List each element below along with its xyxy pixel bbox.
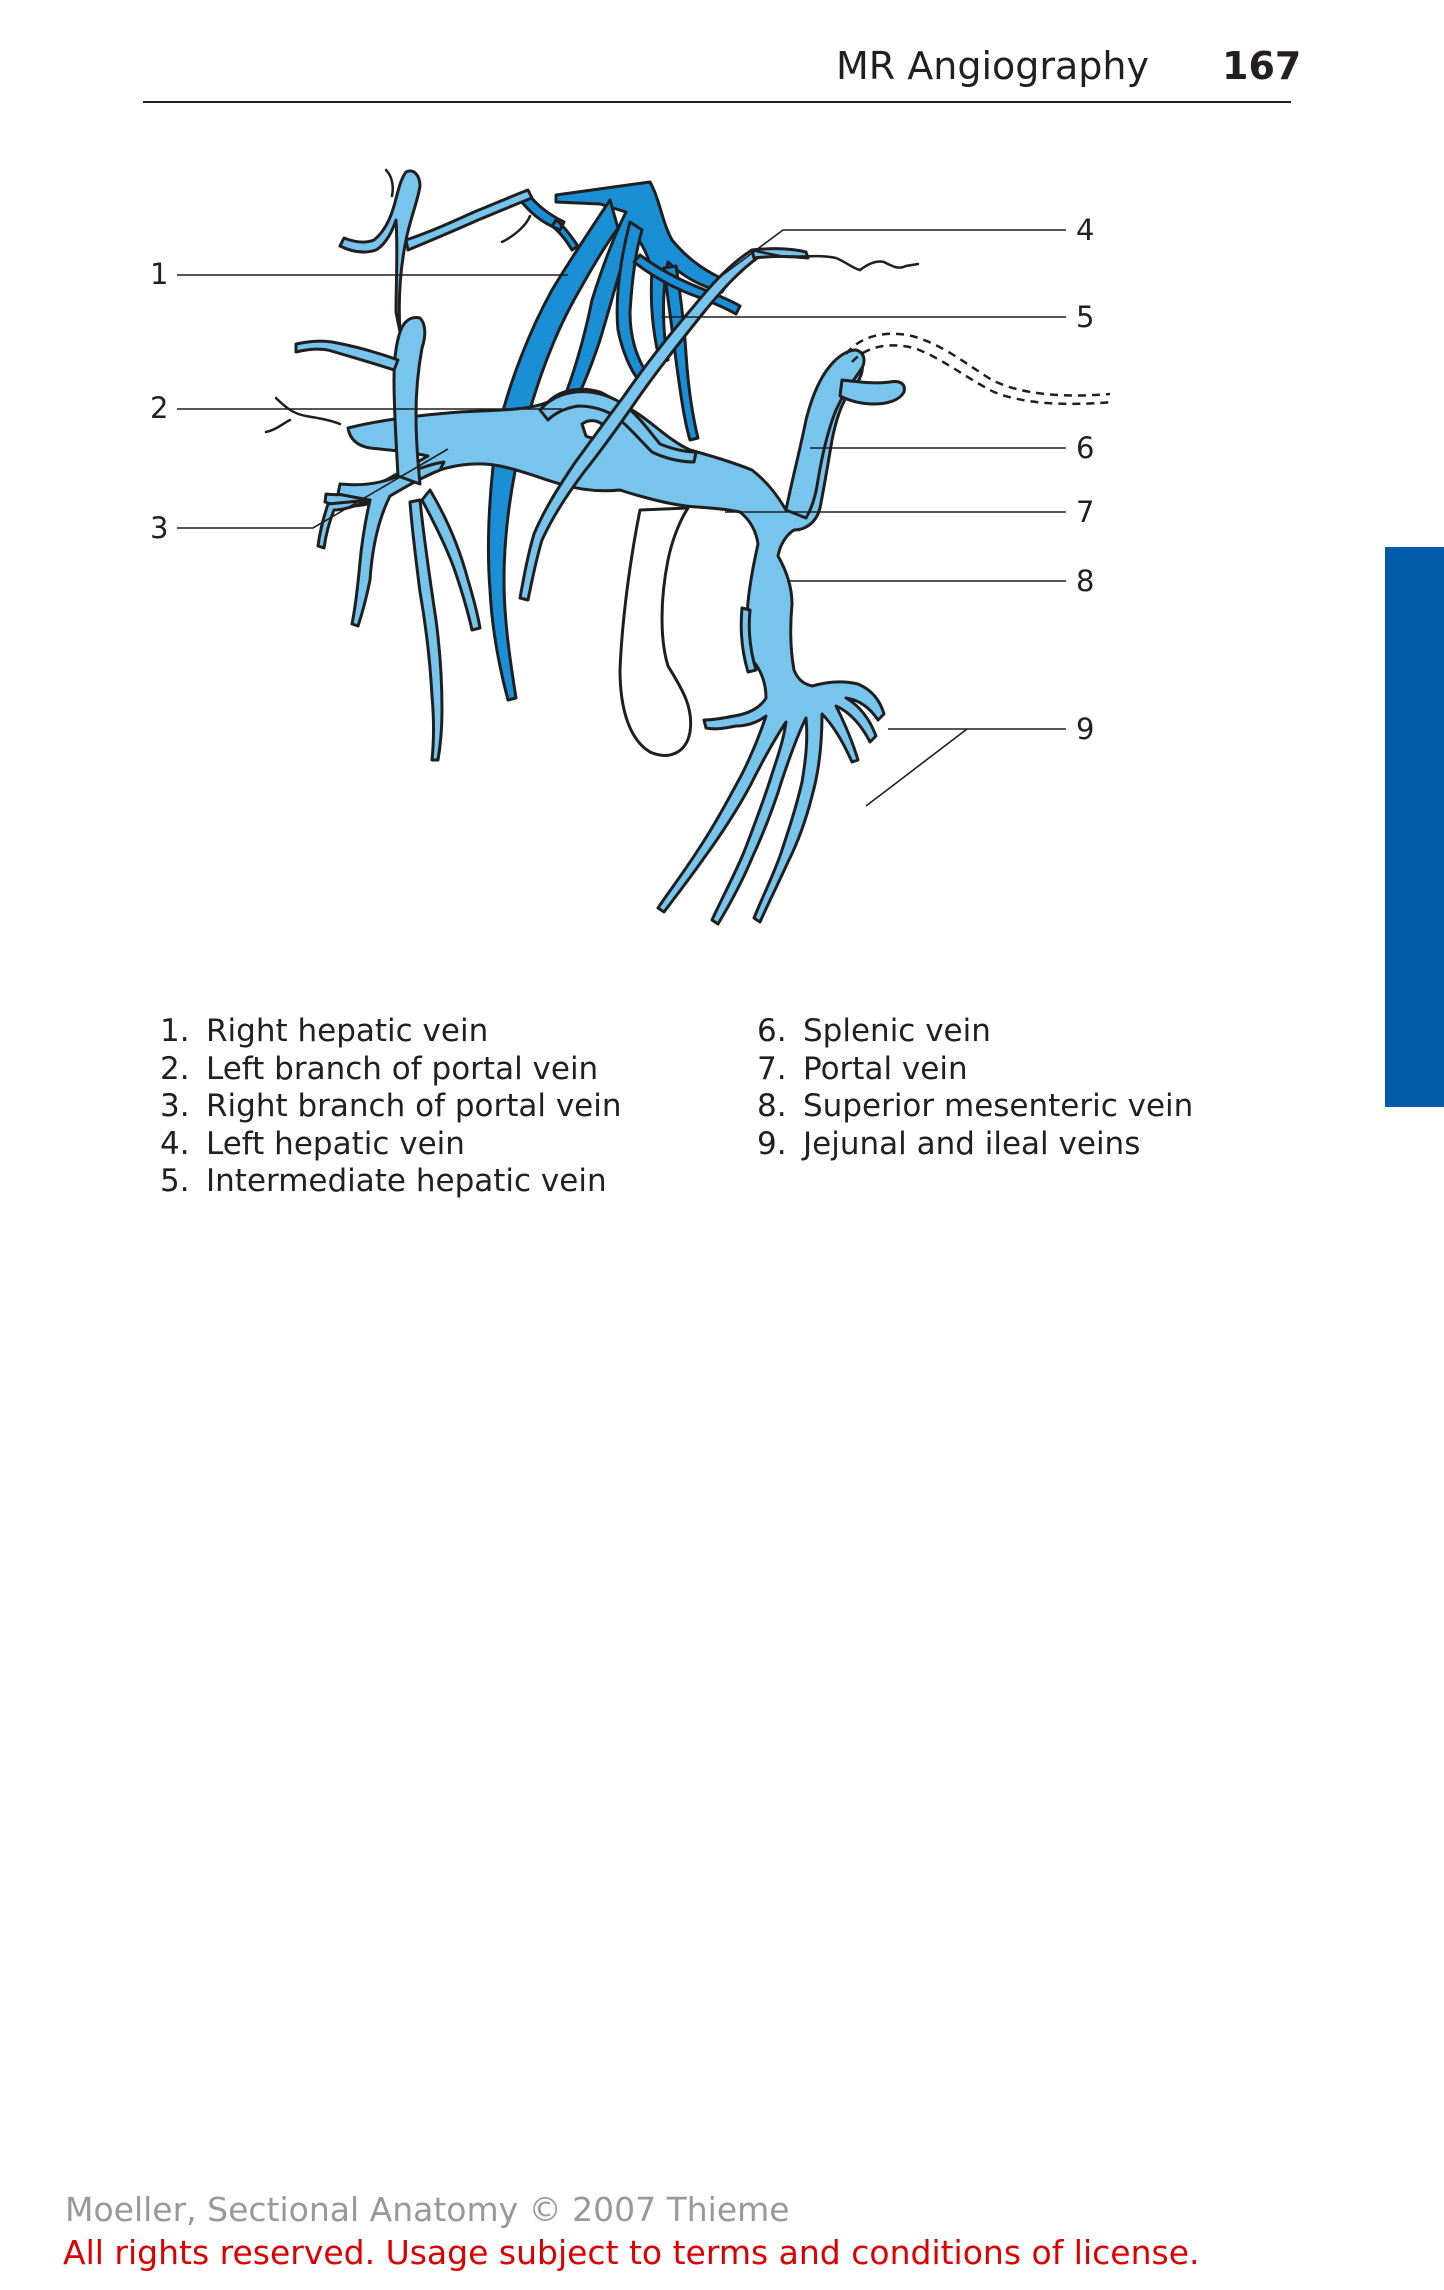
right-hepatic-tree-branch xyxy=(404,188,534,252)
ivc-loop-outline xyxy=(618,506,693,757)
callout-4: 4 xyxy=(1076,213,1094,247)
legend-number: 6. xyxy=(757,1013,787,1049)
legend-label: Jejunal and ileal veins xyxy=(803,1125,1141,1162)
legend-right-column: 6. Splenic vein 7. Portal vein 8. Superior … xyxy=(757,1013,1193,1163)
legend-number: 9. xyxy=(757,1125,787,1162)
left-portal-branch-shape xyxy=(538,390,698,464)
legend-item: 8. Superior mesenteric vein xyxy=(757,1088,1193,1126)
legend-number: 4. xyxy=(160,1125,190,1162)
legend-item: 7. Portal vein xyxy=(757,1051,1193,1089)
legend-item: 2. Left branch of portal vein xyxy=(160,1051,622,1089)
legend-number: 8. xyxy=(757,1088,787,1124)
splenic-branch-shape xyxy=(838,378,906,406)
leader-line-4 xyxy=(711,229,1066,284)
legend-label: Splenic vein xyxy=(803,1013,991,1049)
legend-label: Left branch of portal vein xyxy=(206,1050,599,1087)
legend-number: 5. xyxy=(160,1163,190,1199)
callout-2: 2 xyxy=(150,391,168,425)
legend-label: Superior mesenteric vein xyxy=(803,1088,1194,1124)
legend-number: 2. xyxy=(160,1050,190,1087)
legend-label: Intermediate hepatic vein xyxy=(206,1163,607,1199)
copyright-credit: Moeller, Sectional Anatomy © 2007 Thieme xyxy=(65,2190,790,2229)
right-upper-branches xyxy=(392,316,427,486)
header-rule xyxy=(143,101,1291,103)
page-number: 167 xyxy=(1222,44,1302,88)
callout-1: 1 xyxy=(150,257,168,291)
right-portal-branch-shape xyxy=(336,460,446,628)
license-notice: All rights reserved. Usage subject to te… xyxy=(63,2233,1200,2272)
legend-item: 5. Intermediate hepatic vein xyxy=(160,1163,622,1201)
callout-8: 8 xyxy=(1076,564,1094,598)
callout-3: 3 xyxy=(150,511,168,545)
right-lateral-branch xyxy=(294,339,400,372)
jejunal-side-vessel xyxy=(739,606,758,674)
legend-item: 3. Right branch of portal vein xyxy=(160,1088,622,1126)
leader-line-9b xyxy=(865,728,968,807)
legend-number: 1. xyxy=(160,1013,190,1049)
legend-number: 3. xyxy=(160,1088,190,1124)
callout-9: 9 xyxy=(1076,712,1094,746)
legend-item: 6. Splenic vein xyxy=(757,1013,1193,1051)
chapter-thumb-tab xyxy=(1385,547,1444,1107)
right-hepatic-tree-shape xyxy=(338,169,422,334)
callout-6: 6 xyxy=(1076,431,1094,465)
legend-label: Left hepatic vein xyxy=(206,1125,465,1162)
right-portal-subbranch-2 xyxy=(420,488,482,632)
left-hepatic-crossing-shape xyxy=(518,248,762,602)
legend-item: 4. Left hepatic vein xyxy=(160,1126,622,1164)
legend-item: 1. Right hepatic vein xyxy=(160,1013,622,1051)
callout-7: 7 xyxy=(1076,495,1094,529)
running-header-title: MR Angiography xyxy=(836,44,1149,88)
right-portal-subbranch-1 xyxy=(408,498,444,762)
venous-anatomy-illustration: 1 2 3 4 5 6 7 8 9 xyxy=(150,168,1115,926)
legend-number: 7. xyxy=(757,1050,787,1087)
legend-label: Right hepatic vein xyxy=(206,1013,489,1049)
legend-label: Portal vein xyxy=(803,1050,968,1087)
legend-left-column: 1. Right hepatic vein 2. Left branch of po… xyxy=(160,1013,622,1201)
splenic-vein-shape xyxy=(784,348,866,520)
callout-5: 5 xyxy=(1076,300,1094,334)
legend-item: 9. Jejunal and ileal veins xyxy=(757,1126,1193,1164)
legend-label: Right branch of portal vein xyxy=(206,1088,622,1124)
leader-line-3 xyxy=(177,448,449,529)
